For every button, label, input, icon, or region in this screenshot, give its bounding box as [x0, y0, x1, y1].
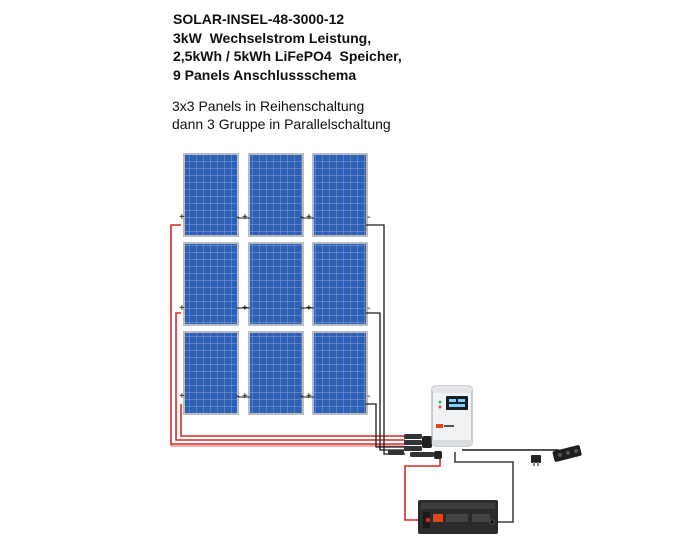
positive-wire-ext-1 [170, 444, 405, 447]
plus-label: + [306, 212, 312, 223]
negative-wire-row-2 [366, 312, 405, 451]
solar-panel-icon [183, 153, 239, 237]
plus-label: + [242, 303, 248, 314]
solar-panel-icon [312, 242, 368, 326]
plus-label: + [179, 212, 185, 223]
solar-panel-icon [183, 331, 239, 415]
plus-label: + [242, 212, 248, 223]
plus-label: + [306, 391, 312, 402]
solar-panel-icon [312, 153, 368, 237]
battery-negative-wire [454, 452, 514, 523]
plus-label: + [306, 303, 312, 314]
battery-positive-wire [404, 452, 441, 521]
battery-icon [418, 500, 498, 534]
minus-label: - [236, 391, 239, 402]
subtitle-block: 3x3 Panels in Reihenschaltung dann 3 Gru… [172, 97, 391, 133]
minus-label: - [367, 212, 370, 223]
mc4-connectors [388, 434, 442, 459]
series-jumpers [238, 217, 314, 398]
positive-wires [170, 224, 441, 521]
minus-label: - [236, 212, 239, 223]
plus-label: + [179, 303, 185, 314]
plus-label: + [242, 391, 248, 402]
solar-panel-icon [248, 331, 304, 415]
title-line-2: 3kW Wechselstrom Leistung, [173, 29, 372, 46]
minus-label: - [236, 303, 239, 314]
positive-wire-row-3 [180, 404, 405, 437]
title-block: SOLAR-INSEL-48-3000-12 3kW Wechselstrom … [173, 10, 402, 84]
positive-wire-row-1 [170, 224, 405, 445]
subtitle-line-2: dann 3 Gruppe in Parallelschaltung [172, 116, 391, 132]
negative-wire-row-3 [366, 403, 405, 448]
ac-output-wire [462, 449, 563, 453]
minus-label: - [367, 303, 370, 314]
subtitle-line-1: 3x3 Panels in Reihenschaltung [172, 98, 365, 114]
title-line-1: SOLAR-INSEL-48-3000-12 [173, 11, 345, 27]
solar-panel-icon [183, 242, 239, 326]
power-strip-icon [531, 445, 582, 466]
solar-panel-icon [248, 153, 304, 237]
solar-panel-icon [312, 331, 368, 415]
inverter-icon [431, 385, 473, 447]
plus-label: + [179, 391, 185, 402]
negative-wires [366, 224, 563, 523]
polarity-labels: +-+-+-+-+-+-+-+-+- [179, 212, 370, 402]
negative-wire-row-1 [366, 224, 405, 455]
title-line-4: 9 Panels Anschlussschema [173, 66, 357, 83]
minus-label: - [300, 391, 303, 402]
positive-wire-row-2 [175, 312, 405, 441]
title-line-3: 2,5kWh / 5kWh LiFePO4 Speicher, [173, 48, 402, 64]
minus-label: - [300, 303, 303, 314]
panel-grid [183, 153, 368, 415]
minus-label: - [367, 391, 370, 402]
minus-label: - [300, 212, 303, 223]
solar-panel-icon [248, 242, 304, 326]
